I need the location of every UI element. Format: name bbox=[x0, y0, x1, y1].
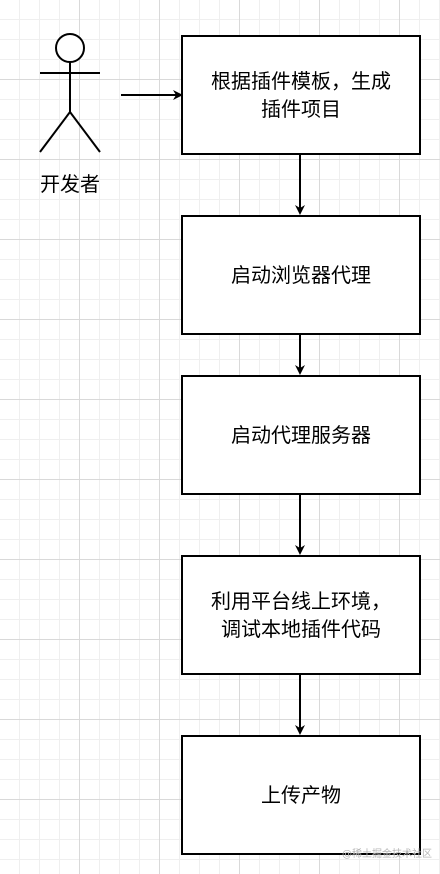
watermark: @稀土掘金技术社区 bbox=[342, 849, 432, 860]
step-upload-artifacts[interactable]: 上传产物 bbox=[181, 735, 421, 855]
step-3-label: 启动代理服务器 bbox=[231, 423, 371, 447]
step-start-browser-proxy[interactable]: 启动浏览器代理 bbox=[181, 215, 421, 335]
step-start-proxy-server[interactable]: 启动代理服务器 bbox=[181, 375, 421, 495]
actor-label: 开发者 bbox=[40, 172, 100, 196]
step-1-label: 根据插件模板，生成 插件项目 bbox=[211, 69, 391, 121]
developer-actor-icon bbox=[39, 33, 101, 153]
step-4-label: 利用平台线上环境， 调试本地插件代码 bbox=[211, 589, 391, 641]
step-generate-plugin-project[interactable]: 根据插件模板，生成 插件项目 bbox=[181, 35, 421, 155]
step-5-label: 上传产物 bbox=[261, 783, 341, 807]
step-2-label: 启动浏览器代理 bbox=[231, 263, 371, 287]
step-debug-local-plugin[interactable]: 利用平台线上环境， 调试本地插件代码 bbox=[181, 555, 421, 675]
